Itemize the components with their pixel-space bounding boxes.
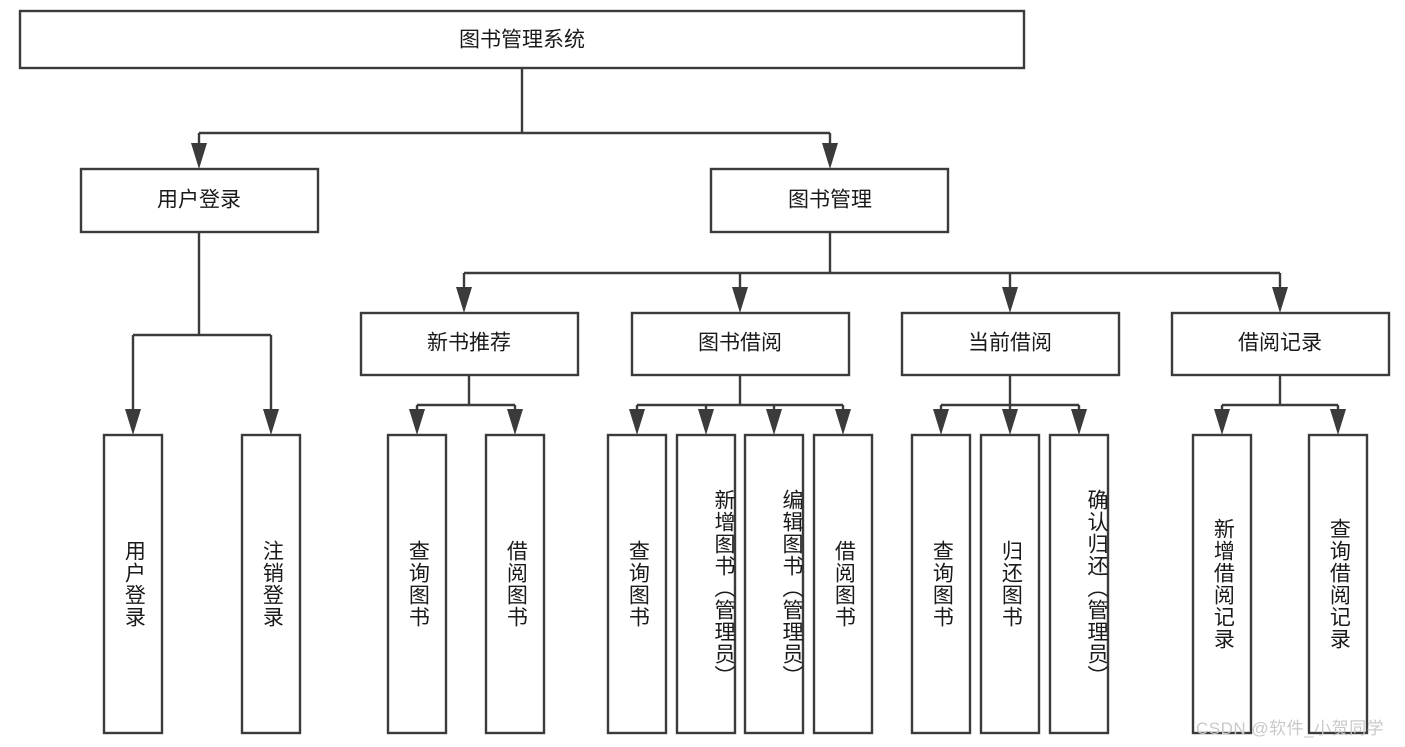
csdn-watermark: CSDN @软件_小贺同学 — [1196, 719, 1385, 738]
node-book-borrow-label: 图书借阅 — [698, 332, 782, 355]
node-new-book-recommend-label: 新书推荐 — [427, 332, 511, 355]
node-root-box[interactable] — [18, 9, 1026, 70]
connector-group-borrow-record — [1214, 375, 1346, 435]
arrow-new-book-recommend-leaf-2-icon — [507, 409, 523, 435]
node-leaf-borrow-book-1-box[interactable] — [484, 433, 546, 735]
node-borrow-record-box[interactable] — [1170, 311, 1391, 377]
node-book-manage[interactable]: 图书管理 — [709, 167, 950, 234]
arrow-book-borrow-leaf-4-icon — [835, 409, 851, 435]
connector-group-book-manage — [456, 232, 1288, 313]
arrow-current-borrow-leaf-2-icon — [1002, 409, 1018, 435]
leaf-boxes-group — [102, 433, 1369, 735]
arrow-book-borrow-leaf-3-icon — [766, 409, 782, 435]
connector-group-root — [191, 68, 838, 169]
node-book-borrow[interactable]: 图书借阅 — [630, 311, 851, 377]
node-book-manage-box[interactable] — [709, 167, 950, 234]
node-leaf-return-book-box[interactable] — [979, 433, 1041, 735]
node-leaf-query-book-2-box[interactable] — [606, 433, 668, 735]
arrow-book-borrow-leaf-2-icon — [698, 409, 714, 435]
arrow-book-manage-to-book-borrow-icon — [732, 287, 748, 313]
node-leaf-confirm-return-box[interactable] — [1048, 433, 1110, 735]
node-leaf-logout-box[interactable] — [240, 433, 302, 735]
arrow-book-manage-to-borrow-record-icon — [1272, 287, 1288, 313]
node-leaf-query-book-1-box[interactable] — [386, 433, 448, 735]
node-leaf-add-book-box[interactable] — [675, 433, 737, 735]
arrow-current-borrow-leaf-1-icon — [933, 409, 949, 435]
node-leaf-edit-book-box[interactable] — [743, 433, 805, 735]
node-root-label: 图书管理系统 — [459, 29, 585, 52]
node-leaf-user-login-box[interactable] — [102, 433, 164, 735]
node-leaf-borrow-book-2-box[interactable] — [812, 433, 874, 735]
arrow-book-manage-to-current-borrow-icon — [1002, 287, 1018, 313]
node-book-borrow-box[interactable] — [630, 311, 851, 377]
node-user-login-label: 用户登录 — [157, 189, 241, 212]
node-current-borrow-box[interactable] — [900, 311, 1121, 377]
node-new-book-recommend-box[interactable] — [359, 311, 580, 377]
node-new-book-recommend[interactable]: 新书推荐 — [359, 311, 580, 377]
node-leaf-query-record-box[interactable] — [1307, 433, 1369, 735]
connector-group-new-book-recommend — [409, 375, 523, 435]
node-leaf-query-book-3-box[interactable] — [910, 433, 972, 735]
arrow-user-login-leaf-1-icon — [125, 409, 141, 435]
arrow-borrow-record-leaf-1-icon — [1214, 409, 1230, 435]
node-current-borrow-label: 当前借阅 — [968, 332, 1052, 355]
node-book-manage-label: 图书管理 — [788, 189, 872, 212]
arrow-user-login-leaf-2-icon — [263, 409, 279, 435]
node-current-borrow[interactable]: 当前借阅 — [900, 311, 1121, 377]
node-user-login[interactable]: 用户登录 — [79, 167, 320, 234]
connector-group-book-borrow — [629, 375, 851, 435]
arrow-current-borrow-leaf-3-icon — [1071, 409, 1087, 435]
node-leaf-add-record-box[interactable] — [1191, 433, 1253, 735]
arrow-root-to-user-login-icon — [191, 143, 207, 169]
arrow-new-book-recommend-leaf-1-icon — [409, 409, 425, 435]
arrow-book-manage-to-new-book-recommend-icon — [456, 287, 472, 313]
arrow-book-borrow-leaf-1-icon — [629, 409, 645, 435]
arrow-root-to-book-manage-icon — [822, 143, 838, 169]
node-user-login-box[interactable] — [79, 167, 320, 234]
node-borrow-record-label: 借阅记录 — [1238, 332, 1322, 355]
connector-group-current-borrow — [933, 375, 1087, 435]
node-borrow-record[interactable]: 借阅记录 — [1170, 311, 1391, 377]
arrow-borrow-record-leaf-2-icon — [1330, 409, 1346, 435]
connector-group-user-login — [125, 232, 279, 435]
node-root[interactable]: 图书管理系统 — [18, 9, 1026, 70]
